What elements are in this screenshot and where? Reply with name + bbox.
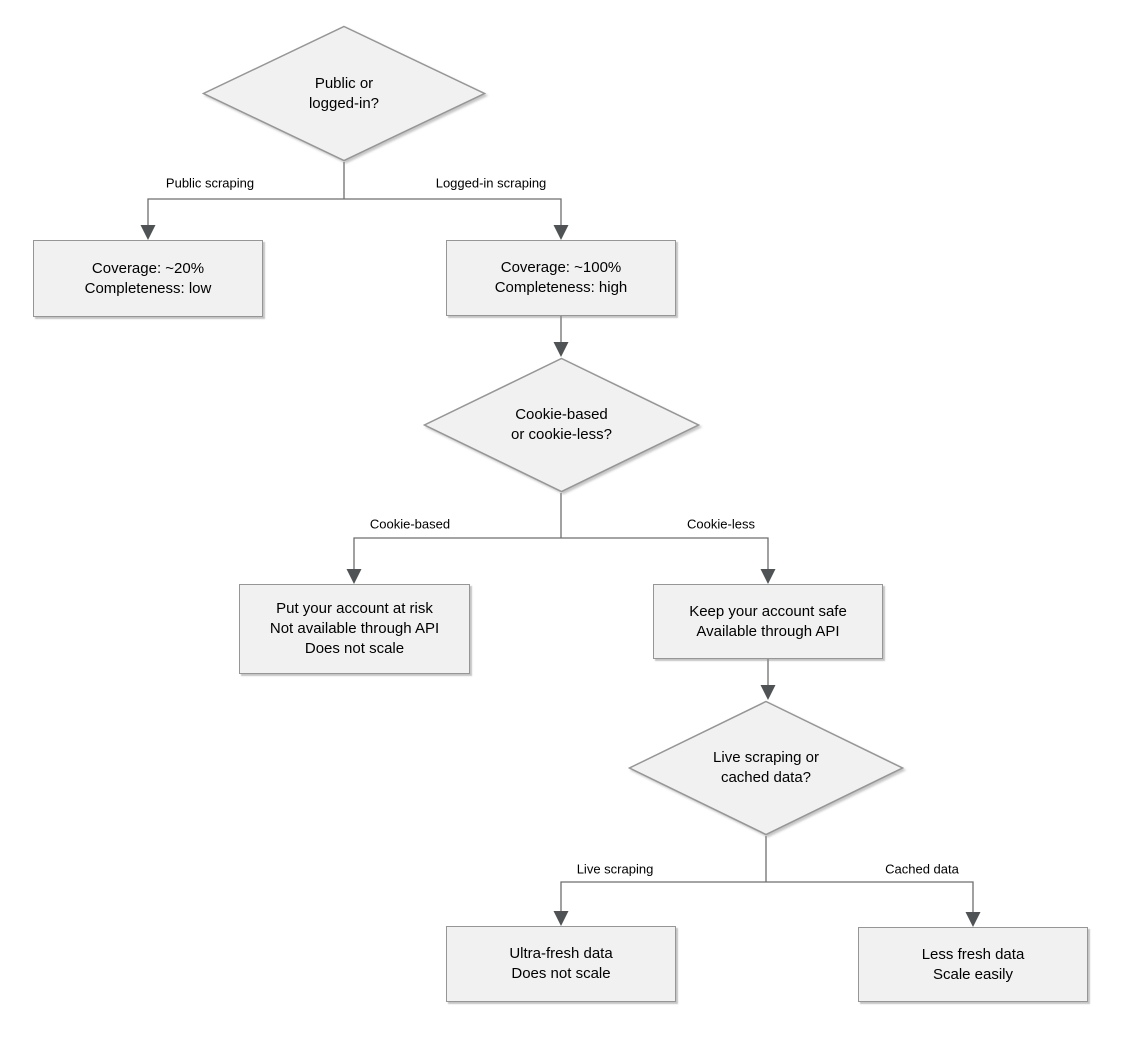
decision-line: Live scraping or xyxy=(713,749,819,766)
decision-live-or-cached: Live scraping or cached data? xyxy=(628,700,904,836)
outcome-line: Not available through API xyxy=(269,620,440,637)
edge-public-scraping-arrowhead-icon xyxy=(140,225,156,240)
edge-cookie-less-line xyxy=(561,537,769,570)
decision-label: Live scraping or cached data? xyxy=(628,700,904,836)
edge-cached-data-line xyxy=(766,881,974,913)
outcome-cookie-based: Put your account at risk Not available t… xyxy=(239,584,470,674)
decision-line: Public or xyxy=(314,74,374,92)
decision-label: Public or logged-in? xyxy=(202,25,486,162)
edge-label-live-scraping: Live scraping xyxy=(574,861,656,877)
outcome-line: Less fresh data xyxy=(921,945,1025,963)
edge-to-decision3-arrowhead-icon xyxy=(760,685,776,700)
edge-cached-data-arrowhead-icon xyxy=(965,912,981,927)
decision-line: cached data? xyxy=(720,769,812,786)
outcome-line: Completeness: low xyxy=(84,279,212,297)
decision-diamond-shape xyxy=(423,357,700,493)
edge-loggedin-scraping-arrowhead-icon xyxy=(553,225,569,240)
decision-diamond-shape xyxy=(202,25,486,162)
outcome-live-scraping: Ultra-fresh data Does not scale xyxy=(446,926,676,1002)
edge-public-scraping-line xyxy=(147,198,344,226)
edge-label-cached-data: Cached data xyxy=(883,861,961,877)
decision-line: or cookie-less? xyxy=(511,426,612,443)
edge-label-cookie-less: Cookie-less xyxy=(685,516,757,532)
edge-cookie-based-line xyxy=(353,537,561,570)
outcome-line: Coverage: ~20% xyxy=(91,259,205,277)
outcome-line: Does not scale xyxy=(304,640,405,657)
outcome-line: Ultra-fresh data xyxy=(509,945,613,962)
edge-cookie-less-arrowhead-icon xyxy=(760,569,776,584)
outcome-line: Keep your account safe xyxy=(689,602,847,620)
outcome-cookie-less: Keep your account safe Available through… xyxy=(653,584,883,659)
edge-label-loggedin-scraping: Logged-in scraping xyxy=(433,175,549,191)
outcome-line: Completeness: high xyxy=(494,279,628,296)
edge-live-scraping-arrowhead-icon xyxy=(553,911,569,926)
outcome-line: Put your account at risk xyxy=(276,600,433,617)
edge-label-cookie-based: Cookie-based xyxy=(367,516,453,532)
outcome-line: Does not scale xyxy=(511,965,611,982)
edge-label-public-scraping: Public scraping xyxy=(163,175,257,191)
outcome-line: Coverage: ~100% xyxy=(500,259,622,276)
diamond-polygon xyxy=(202,25,486,162)
decision-diamond-shape xyxy=(628,700,904,836)
edge-loggedin-scraping-line xyxy=(344,198,562,226)
edge-cookie-based-arrowhead-icon xyxy=(346,569,362,584)
outcome-loggedin-scraping: Coverage: ~100% Completeness: high xyxy=(446,240,676,316)
decision-label: Cookie-based or cookie-less? xyxy=(423,357,700,493)
outcome-line: Available through API xyxy=(696,622,840,640)
edge-live-scraping-line xyxy=(560,881,766,912)
decision-cookie-based-or-less: Cookie-based or cookie-less? xyxy=(423,357,700,493)
decision-line: logged-in? xyxy=(308,94,380,112)
outcome-public-scraping: Coverage: ~20% Completeness: low xyxy=(33,240,263,317)
diamond-polygon xyxy=(423,357,700,493)
decision-public-or-loggedin: Public or logged-in? xyxy=(202,25,486,162)
outcome-cached-data: Less fresh data Scale easily xyxy=(858,927,1088,1002)
diamond-polygon xyxy=(628,700,904,836)
outcome-line: Scale easily xyxy=(932,965,1014,983)
decision-line: Cookie-based xyxy=(515,406,608,423)
edge-to-decision2-arrowhead-icon xyxy=(553,342,569,357)
